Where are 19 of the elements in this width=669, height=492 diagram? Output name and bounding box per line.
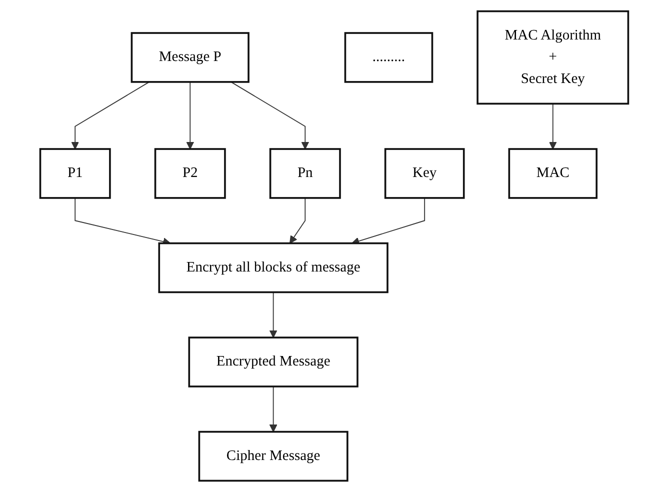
arrow (270, 386, 278, 432)
arrow (290, 198, 306, 244)
node-box: Pn (270, 148, 342, 199)
node-box: Cipher Message (198, 430, 349, 482)
node-box: Encrypt all blocks of message (158, 242, 389, 294)
arrow (71, 82, 150, 150)
node-box: MAC Algorithm + Secret Key (476, 10, 630, 105)
arrow (549, 103, 558, 150)
node-box: P2 (154, 148, 226, 199)
arrow (352, 198, 426, 245)
node-box: P1 (40, 148, 112, 199)
node-box: ......... (344, 32, 434, 83)
node-box: Message P (131, 32, 250, 83)
node-box: Encrypted Message (188, 336, 359, 388)
arrow (270, 292, 278, 338)
node-box: Key (384, 148, 466, 199)
arrow (230, 82, 310, 150)
arrow (186, 82, 194, 150)
node-box: MAC (508, 148, 598, 199)
